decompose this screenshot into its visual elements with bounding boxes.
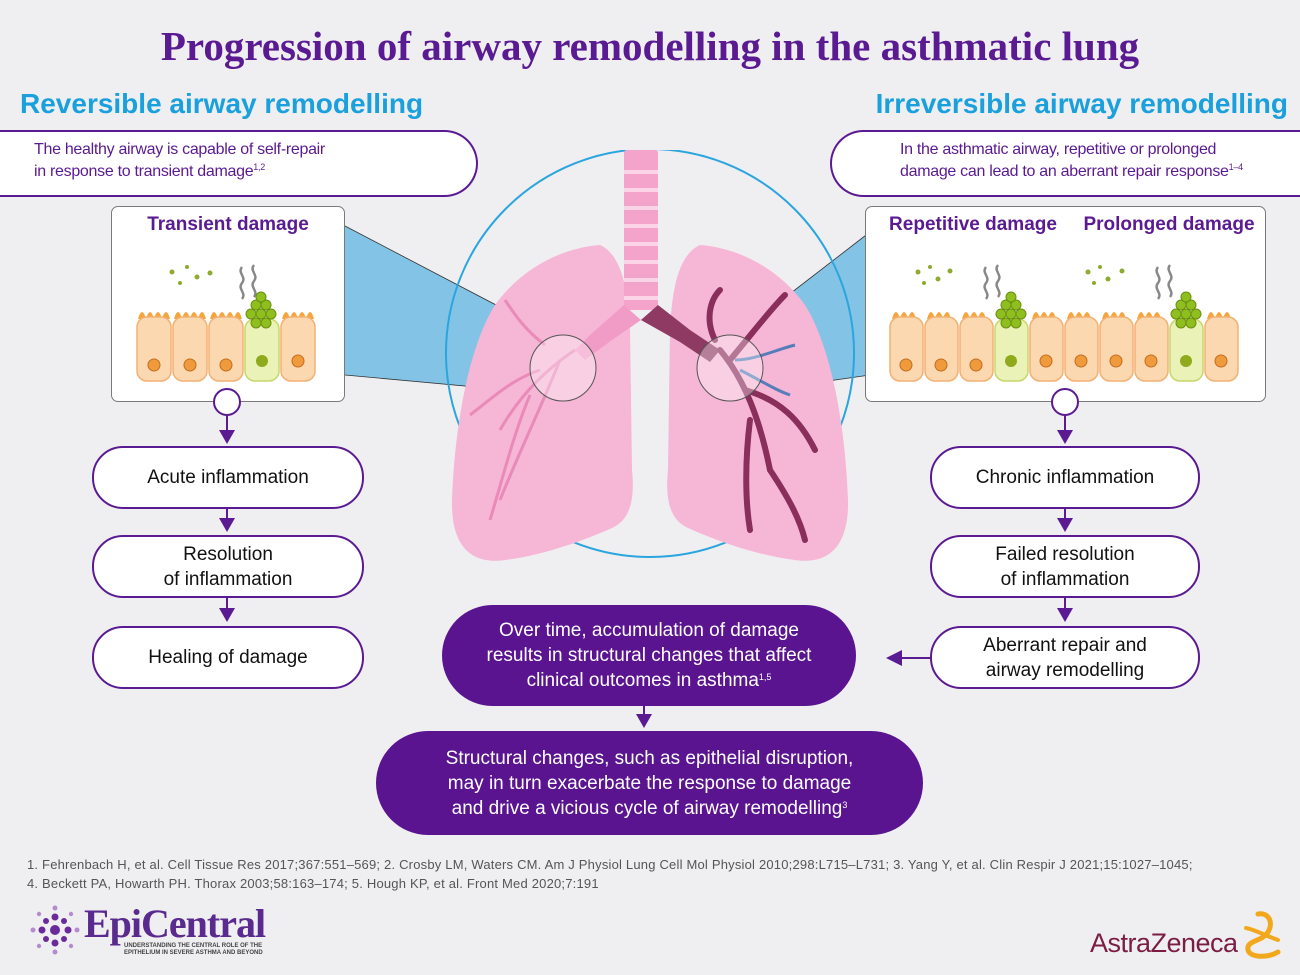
page-title: Progression of airway remodelling in the… — [160, 23, 1140, 69]
astrazeneca-logo-icon — [1244, 911, 1281, 959]
lung-ring — [445, 150, 855, 558]
irreversible-intro: In the asthmatic airway, repetitive or p… — [830, 130, 1300, 197]
astrazeneca-logo-text: AstraZeneca — [1090, 928, 1238, 958]
epicentral-tagline: UNDERSTANDING THE CENTRAL ROLE OF THE EP… — [124, 943, 263, 956]
accumulation-pill: Over time, accumulation of damage result… — [442, 605, 856, 706]
repetitive-prolonged-damage-panel: Repetitive damage Prolonged damage — [865, 206, 1266, 402]
reference-line: 4. Beckett PA, Howarth PH. Thorax 2003;5… — [27, 876, 599, 891]
lung-illustration — [344, 150, 871, 561]
vicious-cycle-pill: Structural changes, such as epithelial d… — [376, 731, 923, 835]
step-acute-inflammation: Acute inflammation — [92, 446, 364, 509]
right-magnifier — [696, 334, 764, 402]
step-aberrant-repair: Aberrant repair and airway remodelling — [930, 626, 1200, 689]
irreversible-heading: Irreversible airway remodelling — [875, 88, 1288, 119]
epicentral-logo-text: EpiCentral — [84, 901, 266, 946]
panel-title-repetitive: Repetitive damage — [889, 214, 1057, 235]
transient-damage-panel: Transient damage — [111, 206, 345, 402]
reversible-heading: Reversible airway remodelling — [20, 88, 424, 119]
step-failed-resolution: Failed resolution of inflammation — [930, 535, 1200, 598]
reference-line: 1. Fehrenbach H, et al. Cell Tissue Res … — [27, 857, 1193, 872]
panel-title-prolonged: Prolonged damage — [1083, 214, 1255, 235]
panel-title-transient: Transient damage — [147, 214, 309, 235]
epithelium-damage-icon — [889, 264, 1239, 382]
step-resolution-of-inflammation: Resolution of inflammation — [92, 535, 364, 598]
epicentral-logo-icon — [30, 905, 80, 955]
reversible-intro: The healthy airway is capable of self-re… — [0, 130, 478, 197]
references: 1. Fehrenbach H, et al. Cell Tissue Res … — [27, 855, 1193, 893]
epithelium-transient-icon — [136, 264, 316, 382]
step-chronic-inflammation: Chronic inflammation — [930, 446, 1200, 509]
left-magnifier — [529, 334, 597, 402]
step-healing-of-damage: Healing of damage — [92, 626, 364, 689]
